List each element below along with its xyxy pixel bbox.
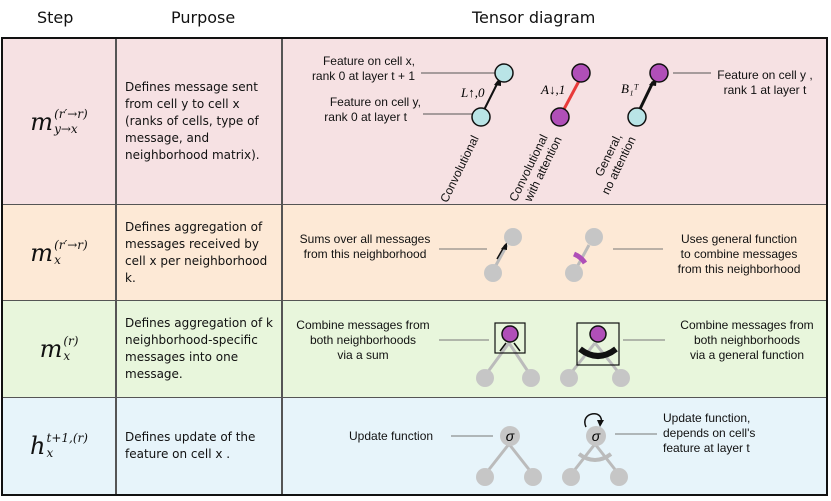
sum-box — [494, 322, 526, 354]
table-row-aggregation: m (r′→r)x Defines aggregation of message… — [3, 205, 826, 301]
label-rank-1-t: rank 1 at layer t — [724, 83, 807, 97]
tensor-diagram: Sums over all messages from this neighbo… — [300, 228, 801, 282]
label-update-function: Update function — [349, 429, 433, 443]
label-gen-1: Uses general function — [681, 232, 797, 246]
purpose-text: Defines message sent from cell y to cell… — [125, 80, 260, 162]
node-purple-top — [571, 63, 591, 83]
label-sum-1: Combine messages from — [296, 318, 429, 332]
node-sigma — [500, 426, 520, 446]
node-purple-sum — [501, 325, 519, 343]
purpose-text: Defines aggregation of messages received… — [125, 219, 268, 285]
node-cyan-general — [627, 107, 647, 127]
header-step: Step — [37, 8, 74, 27]
label-sum-3: via a sum — [337, 348, 388, 362]
step-formula: m (r′→r)y→x — [30, 106, 88, 136]
label-L: L↑,0 — [460, 85, 485, 100]
node-gray-top-general — [585, 228, 603, 246]
node-gray-left — [476, 369, 494, 387]
label-rank-0-t1: rank 0 at layer t + 1 — [312, 69, 415, 83]
general-box — [576, 322, 620, 366]
node-gray-top — [504, 228, 522, 246]
label-A: A↓,1 — [540, 82, 565, 97]
label-sum-2: from this neighborhood — [304, 247, 427, 261]
node-gray-left-general — [562, 468, 580, 486]
node-sigma-general — [586, 426, 606, 446]
node-gray-right-general — [612, 369, 630, 387]
caption-convolutional: Convolutional — [437, 133, 481, 204]
table-row-neighborhood-aggregation: m (r)x Defines aggregation of k neighbor… — [3, 301, 826, 398]
label-gen-3: via a general function — [690, 348, 804, 362]
label-B: B₁ᵀ — [621, 81, 639, 96]
node-purple-bottom — [550, 107, 570, 127]
label-sum-1: Sums over all messages — [300, 232, 431, 246]
node-purple-general — [589, 325, 607, 343]
label-feature-x: Feature on cell x, — [323, 54, 415, 68]
node-gray-right — [524, 468, 542, 486]
label-feature-y-rank1: Feature on cell y , — [717, 68, 812, 82]
node-gray-left — [476, 468, 494, 486]
step-formula: m (r)x — [39, 334, 79, 363]
node-y — [471, 107, 491, 127]
sigma-label-general: σ — [592, 428, 601, 444]
step-formula: h t+1,(r)x — [30, 431, 88, 460]
header-purpose: Purpose — [171, 8, 236, 27]
main-table: m (r′→r)y→x Defines message sent from ce… — [1, 37, 828, 496]
purpose-text: Defines aggregation of k neighborhood-sp… — [125, 316, 273, 381]
header-tensor-diagram: Tensor diagram — [472, 8, 596, 27]
node-gray-bottom — [484, 264, 502, 282]
sigma-label: σ — [506, 428, 515, 444]
label-update-2-1: Update function, — [663, 411, 750, 425]
step-formula: m (r′→r)x — [30, 237, 88, 267]
tensor-diagram: Update function Update function, depends… — [349, 411, 755, 486]
purpose-text: Defines update of the feature on cell x … — [125, 430, 256, 461]
table-row-message: m (r′→r)y→x Defines message sent from ce… — [3, 39, 826, 205]
label-gen-2: to combine messages — [681, 247, 798, 261]
label-gen-3: from this neighborhood — [678, 262, 801, 276]
label-rank-0-t: rank 0 at layer t — [324, 110, 407, 124]
node-gray-left-general — [560, 369, 578, 387]
label-gen-2: both neighborhoods — [694, 333, 800, 347]
node-x — [494, 63, 514, 83]
label-update-2-3: feature at layer t — [663, 441, 750, 455]
label-sum-2: both neighborhoods — [310, 333, 416, 347]
label-feature-y: Feature on cell y, — [330, 95, 421, 109]
node-gray-bottom-general — [565, 264, 583, 282]
node-gray-right-general — [610, 468, 628, 486]
label-gen-1: Combine messages from — [680, 318, 813, 332]
node-gray-right — [522, 369, 540, 387]
tensor-diagram: Feature on cell x, rank 0 at layer t + 1… — [312, 54, 813, 205]
label-update-2-2: depends on cell's — [663, 426, 755, 440]
tensor-diagram: Combine messages from both neighborhoods… — [296, 318, 814, 387]
table-row-update: h t+1,(r)x Defines update of the feature… — [3, 398, 826, 494]
node-purple-general — [649, 63, 669, 83]
